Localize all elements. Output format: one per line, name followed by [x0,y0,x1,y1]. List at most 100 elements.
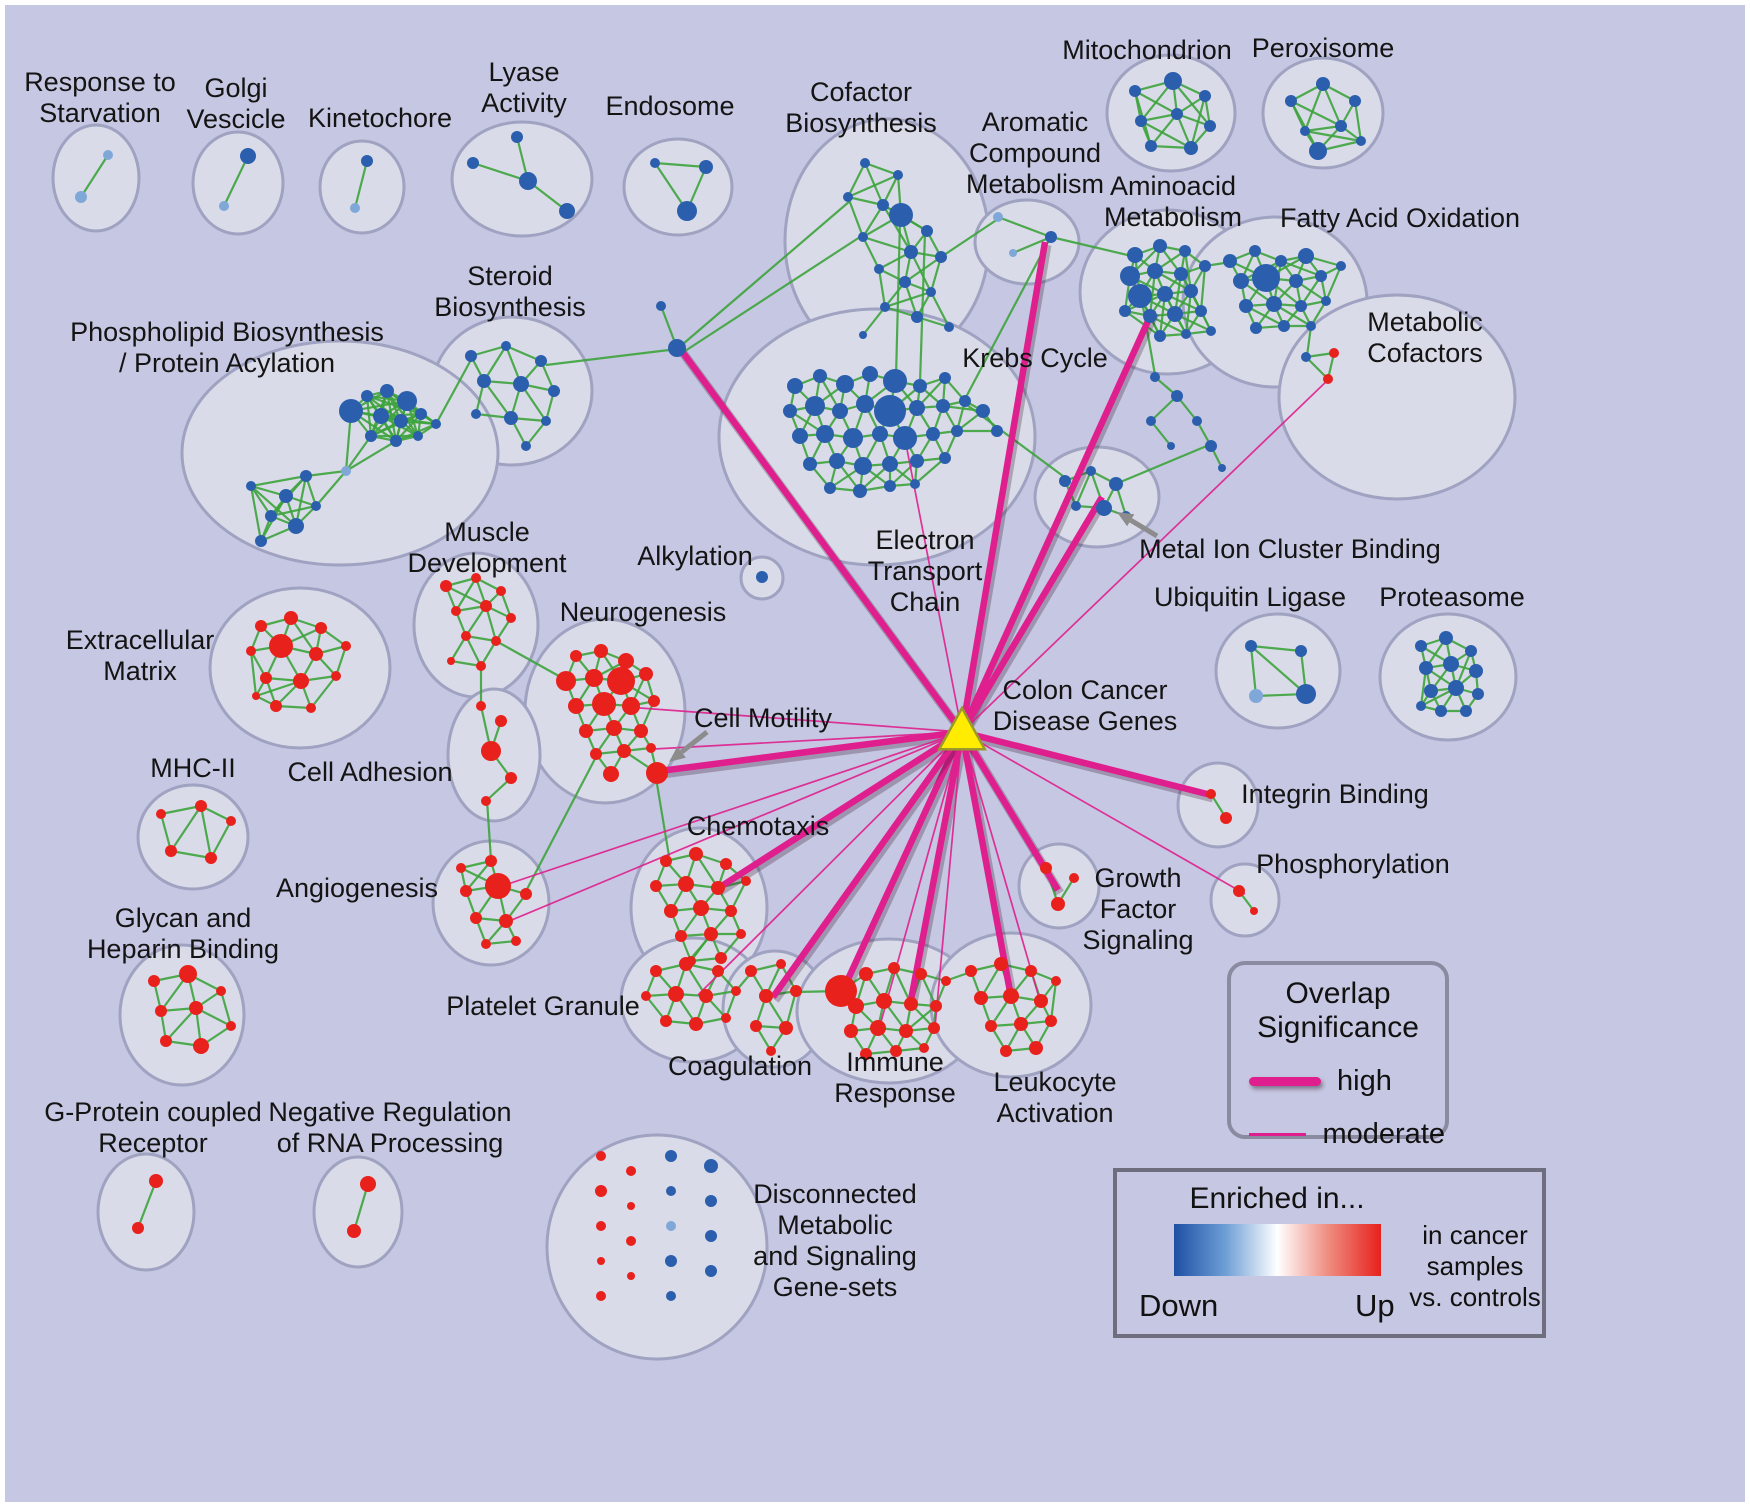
node-steroid-biosynthesis [535,355,547,367]
node-extracellular-matrix [331,671,341,681]
node-peroxisome [1309,142,1327,160]
node-kinetochore [350,203,360,213]
node-aminoacid-metabolism [1199,260,1211,272]
node-fatty-acid-oxidation [1298,248,1314,264]
edge-peroxisome [1290,100,1342,127]
node-chemotaxis [664,904,678,918]
node-aminoacid-metabolism [1128,284,1152,308]
node-cell-adhesion [481,796,491,806]
cluster-label-mhc-ii: MHC-II [150,753,235,783]
node-angiogenesis [456,863,466,873]
cluster-label-cell-motility: Cell Motility [694,703,833,733]
node-electron-transport-chain [792,428,808,444]
node-metal-branch [1218,464,1226,472]
node-electron-transport-chain [872,426,888,442]
edge-phospholipid-biosynthesis [270,504,317,518]
significance-link-shadow [716,731,967,896]
node-steroid-biosynthesis [471,409,481,419]
cluster-ellipse-negative-regulation-rna-processing [312,1155,404,1269]
overlap-legend-title: Overlap Significance [1231,977,1445,1045]
node-mhc-ii [165,845,177,857]
node-immune-response [915,968,927,980]
node-electron-transport-chain [936,399,950,413]
node-platelet-granule [721,1013,731,1023]
node-glycan-heparin-binding [148,975,160,987]
node-cell-adhesion [481,741,501,761]
node-disconnected-gene-sets [705,1230,717,1242]
cluster-label-endosome: Endosome [605,91,734,121]
node-disconnected-gene-sets [596,1221,606,1231]
edge-fatty-acid-oxidation [1300,275,1322,307]
node-leukocyte-activation [994,957,1008,971]
node-neurogenesis [646,743,656,753]
node-extracellular-matrix [284,611,298,625]
cluster-ellipse-endosome [622,137,734,237]
node-immune-response [859,967,873,981]
node-platelet-granule [699,989,713,1003]
cluster-label-mitochondrion: Mitochondrion [1062,35,1232,65]
edge-muscle-development [465,605,487,637]
node-immune-response [941,976,951,986]
inter-cluster-edge [495,640,567,681]
node-aminoacid-metabolism [1157,286,1173,302]
cluster-label-angiogenesis: Angiogenesis [276,873,438,903]
edge-phospholipid-biosynthesis [345,440,397,472]
node-cofactor-biosynthesis [889,203,913,227]
edge-metal-branch [1150,395,1178,422]
node-g-protein-coupled-receptor [132,1222,144,1234]
node-muscle-development [476,661,486,671]
node-electron-transport-chain [854,457,872,475]
node-electron-transport-chain [856,395,874,413]
node-growth-factor-signaling [1069,873,1079,883]
node-metal-branch [1150,372,1160,382]
node-cofactor-biosynthesis [935,251,947,263]
node-electron-transport-chain [959,395,971,407]
node-electron-transport-chain [926,427,940,441]
node-leukocyte-activation [1014,1017,1028,1031]
inter-cluster-edge [524,754,598,894]
significance-link-high [840,730,965,992]
node-fatty-acid-oxidation [1275,255,1287,267]
node-cofactor-biosynthesis [921,225,933,237]
node-coagulation [759,989,773,1003]
node-mitochondrion [1184,141,1198,155]
node-phospholipid-biosynthesis [279,489,293,503]
significance-link-high [770,730,965,999]
node-aminoacid-metabolism [1120,266,1140,286]
node-electron-transport-chain [910,454,924,468]
node-disconnected-gene-sets [596,1151,606,1161]
node-ubiquitin-ligase [1295,645,1307,657]
node-muscle-development [506,613,516,623]
significance-link-high [958,731,1015,998]
cluster-ellipse-glycan-heparin-binding [118,943,246,1087]
cluster-label-ubiquitin-ligase: Ubiquitin Ligase [1154,582,1346,612]
node-neurogenesis [590,748,602,760]
node-angiogenesis [485,855,497,867]
edge-fatty-acid-oxidation [1324,265,1343,302]
moderate-significance-line-sample [1249,1133,1307,1136]
edge-mhc-ii [199,805,213,859]
cluster-label-alkylation: Alkylation [637,541,753,571]
inter-cluster-edge [918,231,927,384]
node-integrin-binding [1220,812,1232,824]
edge-steroid-biosynthesis [525,420,547,447]
node-metabolic-cofactors [1329,348,1339,358]
node-lyase-activity [559,203,575,219]
node-fatty-acid-oxidation [1250,322,1262,334]
down-label: Down [1139,1288,1219,1323]
overlap-legend-title-line1: Overlap [1285,977,1391,1010]
node-metal-ion-cluster-binding [1059,475,1071,487]
node-electron-transport-chain [853,484,867,498]
edge-phospholipid-biosynthesis [250,485,272,517]
node-electron-transport-chain [805,396,825,416]
edge-metal-ion-cluster-binding [1074,470,1093,507]
node-aminoacid-metabolism [1181,329,1191,339]
cluster-ellipse-extracellular-matrix [208,586,392,750]
node-growth-factor-signaling [1040,862,1052,874]
enrichment-note-line3: vs. controls [1409,1282,1541,1312]
node-disconnected-gene-sets [627,1272,635,1280]
cluster-label-peroxisome: Peroxisome [1252,33,1395,63]
